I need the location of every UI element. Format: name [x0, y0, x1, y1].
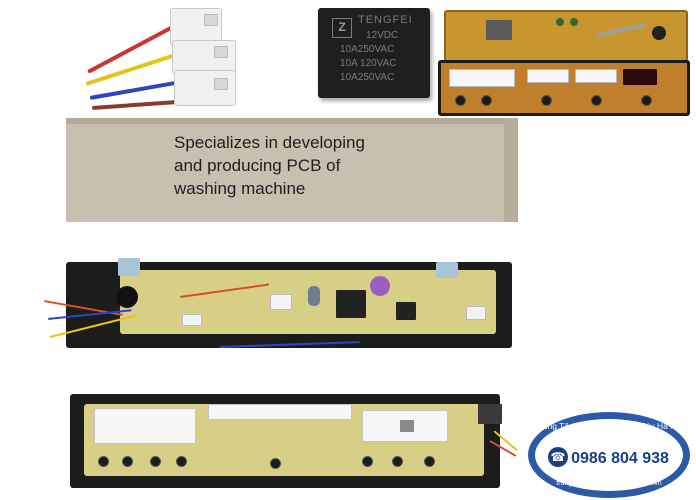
relay-spec-2: 10A250VAC [340, 44, 395, 55]
relay-spec-1: 12VDC [366, 30, 399, 41]
badge-phone: 0986 804 938 [571, 450, 669, 467]
relay: Z TENGFEI 12VDC 10A250VAC 10A 120VAC 10A… [318, 8, 430, 98]
relay-logo: Z [332, 18, 352, 38]
relay-spec-3: 10A 120VAC [340, 58, 397, 69]
box-caption: Specializes in developing and producing … [174, 131, 365, 200]
pcb-board-top [444, 10, 688, 62]
pcb-board-display [438, 60, 690, 116]
box-caption-line-3: washing machine [174, 179, 306, 198]
service-center-badge: Trung Tâm Bảo Hành Điện Máy Hà Nội ☎ 098… [528, 412, 690, 498]
badge-title: Trung Tâm Bảo Hành Điện Máy Hà Nội [535, 421, 683, 431]
relay-brand: TENGFEI [358, 14, 413, 26]
box-edge [66, 118, 518, 124]
box-side [504, 118, 518, 222]
box-caption-line-2: and producing PCB of [174, 156, 341, 175]
relay-spec-4: 10A250VAC [340, 72, 395, 83]
phone-icon: ☎ [548, 447, 568, 467]
cardboard-box [66, 118, 518, 222]
box-caption-line-1: Specializes in developing [174, 133, 365, 152]
badge-url: trungtambaohanhdienmay.com.vn [556, 480, 662, 487]
